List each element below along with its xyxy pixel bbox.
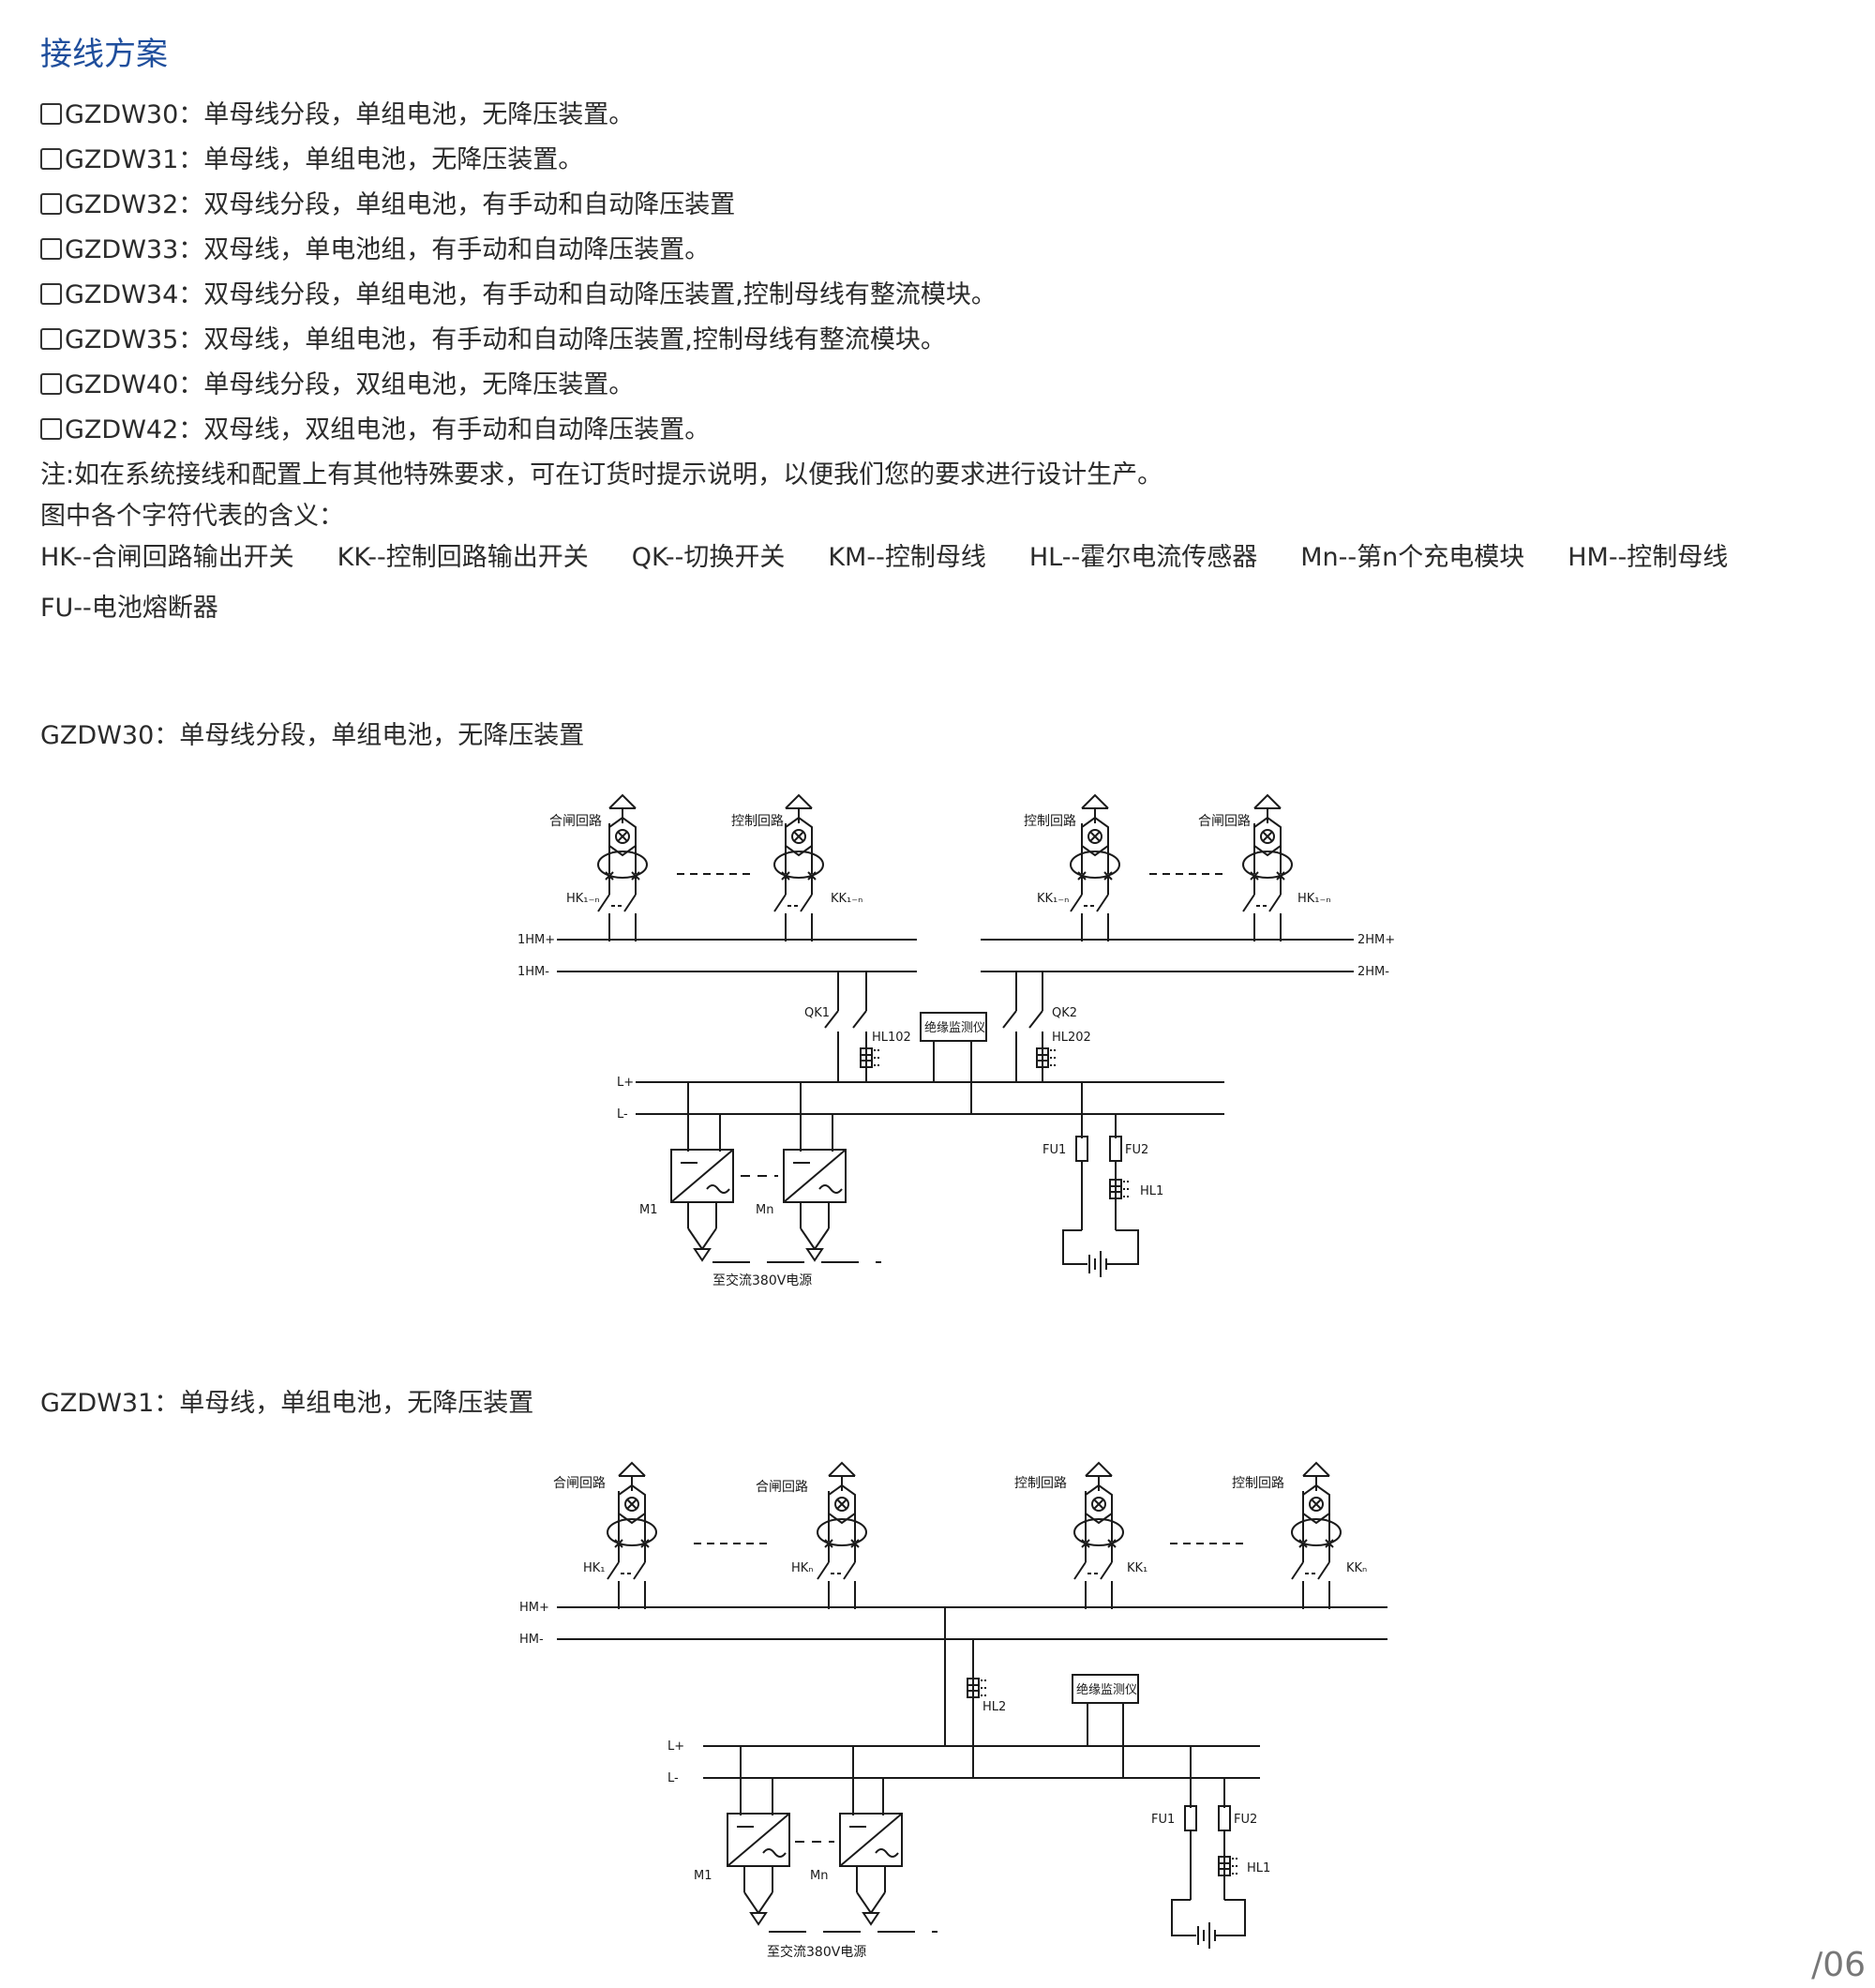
switch-label: HK₁₋ₙ <box>1298 892 1331 906</box>
diagram2-caption: GZDW31：单母线，单组电池，无降压装置 <box>40 1389 534 1418</box>
ac-supply-label: 至交流380V电源 <box>767 1944 866 1960</box>
switch-label: KK₁ <box>1127 1561 1148 1575</box>
diagram1: 合闸回路 控制回路 控制回路 合闸回路 HK₁₋ₙ KK₁₋ₙ KK₁₋ₙ HK… <box>518 794 1395 1288</box>
switch-label: KK₁₋ₙ <box>831 892 862 906</box>
dc-bus-label: L- <box>617 1107 628 1122</box>
loop-label: 控制回路 <box>1232 1476 1284 1491</box>
checkbox-icon[interactable] <box>40 148 62 170</box>
checkbox-icon[interactable] <box>40 418 62 440</box>
bus-label: HM- <box>519 1633 544 1647</box>
legend-item-km: KM--控制母线 <box>828 543 986 572</box>
hl1-label: HL1 <box>1140 1184 1163 1198</box>
fuse-label: FU1 <box>1151 1813 1175 1827</box>
ac-supply-label: 至交流380V电源 <box>712 1273 812 1288</box>
qk1-label: QK1 <box>804 1006 830 1020</box>
legend-item-kk: KK--控制回路输出开关 <box>337 543 589 572</box>
dc-bus-label: L+ <box>668 1740 684 1754</box>
legend-item-hk: HK--合闸回路输出开关 <box>40 543 294 572</box>
checkbox-icon[interactable] <box>40 238 62 260</box>
loop-label: 合闸回路 <box>553 1476 606 1491</box>
insulation-monitor: 绝缘监测仪 <box>1076 1682 1137 1697</box>
bus-label: 1HM+ <box>518 933 555 947</box>
option-gzdw40[interactable]: GZDW40：单母线分段，双组电池，无降压装置。 <box>40 369 634 401</box>
insulation-monitor: 绝缘监测仪 <box>924 1020 985 1035</box>
switch-label: KK₁₋ₙ <box>1037 892 1069 906</box>
checkbox-icon[interactable] <box>40 373 62 395</box>
module-label: Mn <box>756 1203 773 1217</box>
option-gzdw33[interactable]: GZDW33：双母线，单电池组，有手动和自动降压装置。 <box>40 234 710 266</box>
hl1-label: HL1 <box>1247 1861 1270 1875</box>
option-gzdw35[interactable]: GZDW35：双母线，单组电池，有手动和自动降压装置,控制母线有整流模块。 <box>40 324 946 356</box>
dc-bus-label: L+ <box>617 1076 634 1090</box>
legend-intro: 图中各个字符代表的含义： <box>40 502 344 531</box>
legend-item-qk: QK--切换开关 <box>631 543 786 572</box>
legend-item-hm: HM--控制母线 <box>1568 543 1729 572</box>
bus-label: 2HM- <box>1358 965 1389 979</box>
fuse-label: FU2 <box>1234 1813 1257 1827</box>
switch-label: HK₁₋ₙ <box>566 892 600 906</box>
switch-label: KKₙ <box>1346 1561 1367 1575</box>
option-gzdw30[interactable]: GZDW30：单母线分段，单组电池，无降压装置。 <box>40 99 634 131</box>
bus-label: HM+ <box>519 1601 549 1615</box>
loop-label: 合闸回路 <box>756 1480 808 1495</box>
switch-label: HKₙ <box>791 1561 813 1575</box>
option-gzdw34[interactable]: GZDW34：双母线分段，单组电池，有手动和自动降压装置,控制母线有整流模块。 <box>40 279 997 311</box>
loop-label: 控制回路 <box>1014 1476 1067 1491</box>
qk2-label: QK2 <box>1052 1006 1077 1020</box>
bus-label: 1HM- <box>518 965 549 979</box>
checkbox-icon[interactable] <box>40 103 62 125</box>
page-number: /06 <box>1811 1946 1866 1984</box>
module-label: M1 <box>639 1203 658 1217</box>
option-gzdw42[interactable]: GZDW42：双母线，双组电池，有手动和自动降压装置。 <box>40 414 710 446</box>
module-label: Mn <box>810 1869 828 1883</box>
legend-row: HK--合闸回路输出开关 KK--控制回路输出开关 QK--切换开关 KM--控… <box>40 542 1859 574</box>
loop-label: 合闸回路 <box>1198 814 1251 829</box>
diagram1-caption: GZDW30：单母线分段，单组电池，无降压装置 <box>40 721 585 750</box>
fuse-label: FU2 <box>1125 1143 1148 1157</box>
checkbox-icon[interactable] <box>40 193 62 215</box>
hl202-label: HL202 <box>1052 1031 1091 1045</box>
hl102-label: HL102 <box>872 1031 911 1045</box>
loop-label: 控制回路 <box>731 814 784 829</box>
bus-label: 2HM+ <box>1358 933 1395 947</box>
switch-label: HK₁ <box>583 1561 606 1575</box>
dc-bus-label: L- <box>668 1771 679 1785</box>
option-gzdw32[interactable]: GZDW32：双母线分段，单组电池，有手动和自动降压装置 <box>40 189 735 221</box>
page-title: 接线方案 <box>40 36 168 73</box>
loop-label: 合闸回路 <box>549 814 602 829</box>
module-label: M1 <box>694 1869 712 1883</box>
legend-item-hl: HL--霍尔电流传感器 <box>1028 543 1258 572</box>
loop-label: 控制回路 <box>1024 814 1076 829</box>
hl2-label: HL2 <box>982 1700 1006 1714</box>
fuse-label: FU1 <box>1042 1143 1066 1157</box>
checkbox-icon[interactable] <box>40 328 62 350</box>
checkbox-icon[interactable] <box>40 283 62 305</box>
diagram2: 合闸回路 合闸回路 控制回路 控制回路 HK₁ HKₙ KK₁ KKₙ HM+ … <box>519 1462 1388 1960</box>
legend-item-fu: FU--电池熔断器 <box>40 594 218 623</box>
legend-item-mn: Mn--第n个充电模块 <box>1300 543 1525 572</box>
note-text: 注:如在系统接线和配置上有其他特殊要求，可在订货时提示说明，以便我们您的要求进行… <box>40 460 1163 489</box>
option-gzdw31[interactable]: GZDW31：单母线，单组电池，无降压装置。 <box>40 144 583 176</box>
